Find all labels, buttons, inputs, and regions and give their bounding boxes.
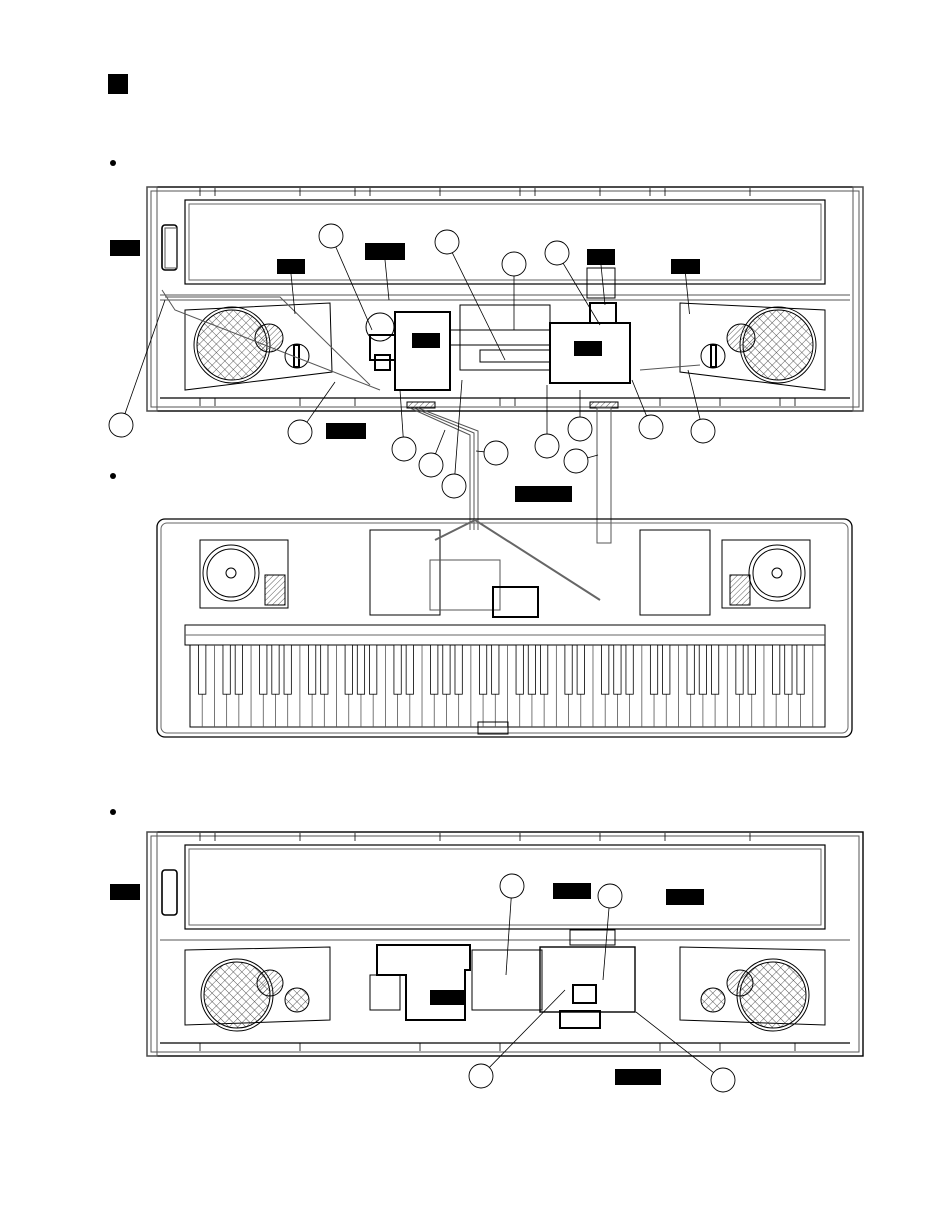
leader-line xyxy=(563,263,600,325)
black-key xyxy=(357,645,364,694)
keyboard-diagram xyxy=(157,519,852,737)
black-key xyxy=(479,645,486,694)
part-label-top-label-6 xyxy=(574,341,602,356)
part-label-bot-label-2 xyxy=(553,883,591,899)
black-key xyxy=(223,645,230,694)
black-key xyxy=(528,645,535,694)
black-key xyxy=(663,645,670,694)
leader-line xyxy=(688,370,700,419)
top-diagram xyxy=(147,187,863,411)
black-key xyxy=(577,645,584,694)
black-key xyxy=(687,645,694,694)
part-label-top-label-4 xyxy=(412,333,440,348)
part-label-top-label-7 xyxy=(671,259,700,274)
leader-line xyxy=(588,455,598,458)
black-key xyxy=(650,645,657,694)
callout-circle-c2 xyxy=(435,230,459,254)
part-label-top-label-9 xyxy=(515,486,572,502)
black-key xyxy=(614,645,621,694)
black-key xyxy=(772,645,779,694)
part-label-bot-label-5 xyxy=(615,1069,661,1085)
black-key xyxy=(565,645,572,694)
black-key xyxy=(540,645,547,694)
leader-line xyxy=(307,382,335,422)
part-label-bot-label-1 xyxy=(110,884,140,900)
black-key xyxy=(345,645,352,694)
part-label-top-label-3 xyxy=(365,243,405,260)
black-key xyxy=(797,645,804,694)
black-key xyxy=(748,645,755,694)
label-leader-line xyxy=(601,265,605,305)
black-key xyxy=(711,645,718,694)
callout-circle-b1 xyxy=(500,874,524,898)
leader-line xyxy=(603,908,609,980)
callout-circle-c4 xyxy=(545,241,569,265)
part-label-bot-label-3 xyxy=(666,889,704,905)
black-key xyxy=(321,645,328,694)
leader-line xyxy=(125,300,165,414)
leader-line xyxy=(435,430,445,454)
callout-circle-c7 xyxy=(392,437,416,461)
part-label-top-label-2 xyxy=(277,259,305,274)
black-key xyxy=(699,645,706,694)
black-key xyxy=(370,645,377,694)
callout-circle-b3 xyxy=(469,1064,493,1088)
callout-circle-c9 xyxy=(442,474,466,498)
black-key xyxy=(785,645,792,694)
callout-circle-b4 xyxy=(711,1068,735,1092)
callout-circle-c13 xyxy=(564,449,588,473)
black-key xyxy=(602,645,609,694)
callout-circle-c3 xyxy=(502,252,526,276)
black-key xyxy=(308,645,315,694)
callout-circle-c5 xyxy=(109,413,133,437)
black-key xyxy=(406,645,413,694)
part-label-top-label-5 xyxy=(587,249,615,265)
bottom-diagram xyxy=(147,832,863,1056)
callout-circle-c10 xyxy=(484,441,508,465)
leader-line xyxy=(400,390,403,437)
part-label-top-label-1 xyxy=(110,240,140,256)
black-key xyxy=(492,645,499,694)
black-key xyxy=(626,645,633,694)
callout-circle-b2 xyxy=(598,884,622,908)
part-label-bot-label-4 xyxy=(430,990,464,1005)
black-key xyxy=(443,645,450,694)
leader-line xyxy=(506,898,511,975)
black-key xyxy=(516,645,523,694)
black-key xyxy=(284,645,291,694)
callout-circle-c12 xyxy=(568,417,592,441)
callout-circle-c1 xyxy=(319,224,343,248)
black-key xyxy=(736,645,743,694)
black-key xyxy=(235,645,242,694)
black-key xyxy=(431,645,438,694)
callout-circle-c15 xyxy=(691,419,715,443)
callout-circle-c11 xyxy=(535,434,559,458)
leader-line xyxy=(476,451,484,452)
black-key xyxy=(260,645,267,694)
black-key xyxy=(272,645,279,694)
black-key xyxy=(199,645,206,694)
callout-circle-c8 xyxy=(419,453,443,477)
callout-circle-c6 xyxy=(288,420,312,444)
black-key xyxy=(394,645,401,694)
callout-circle-c14 xyxy=(639,415,663,439)
black-key xyxy=(455,645,462,694)
part-label-top-label-8 xyxy=(326,423,366,439)
